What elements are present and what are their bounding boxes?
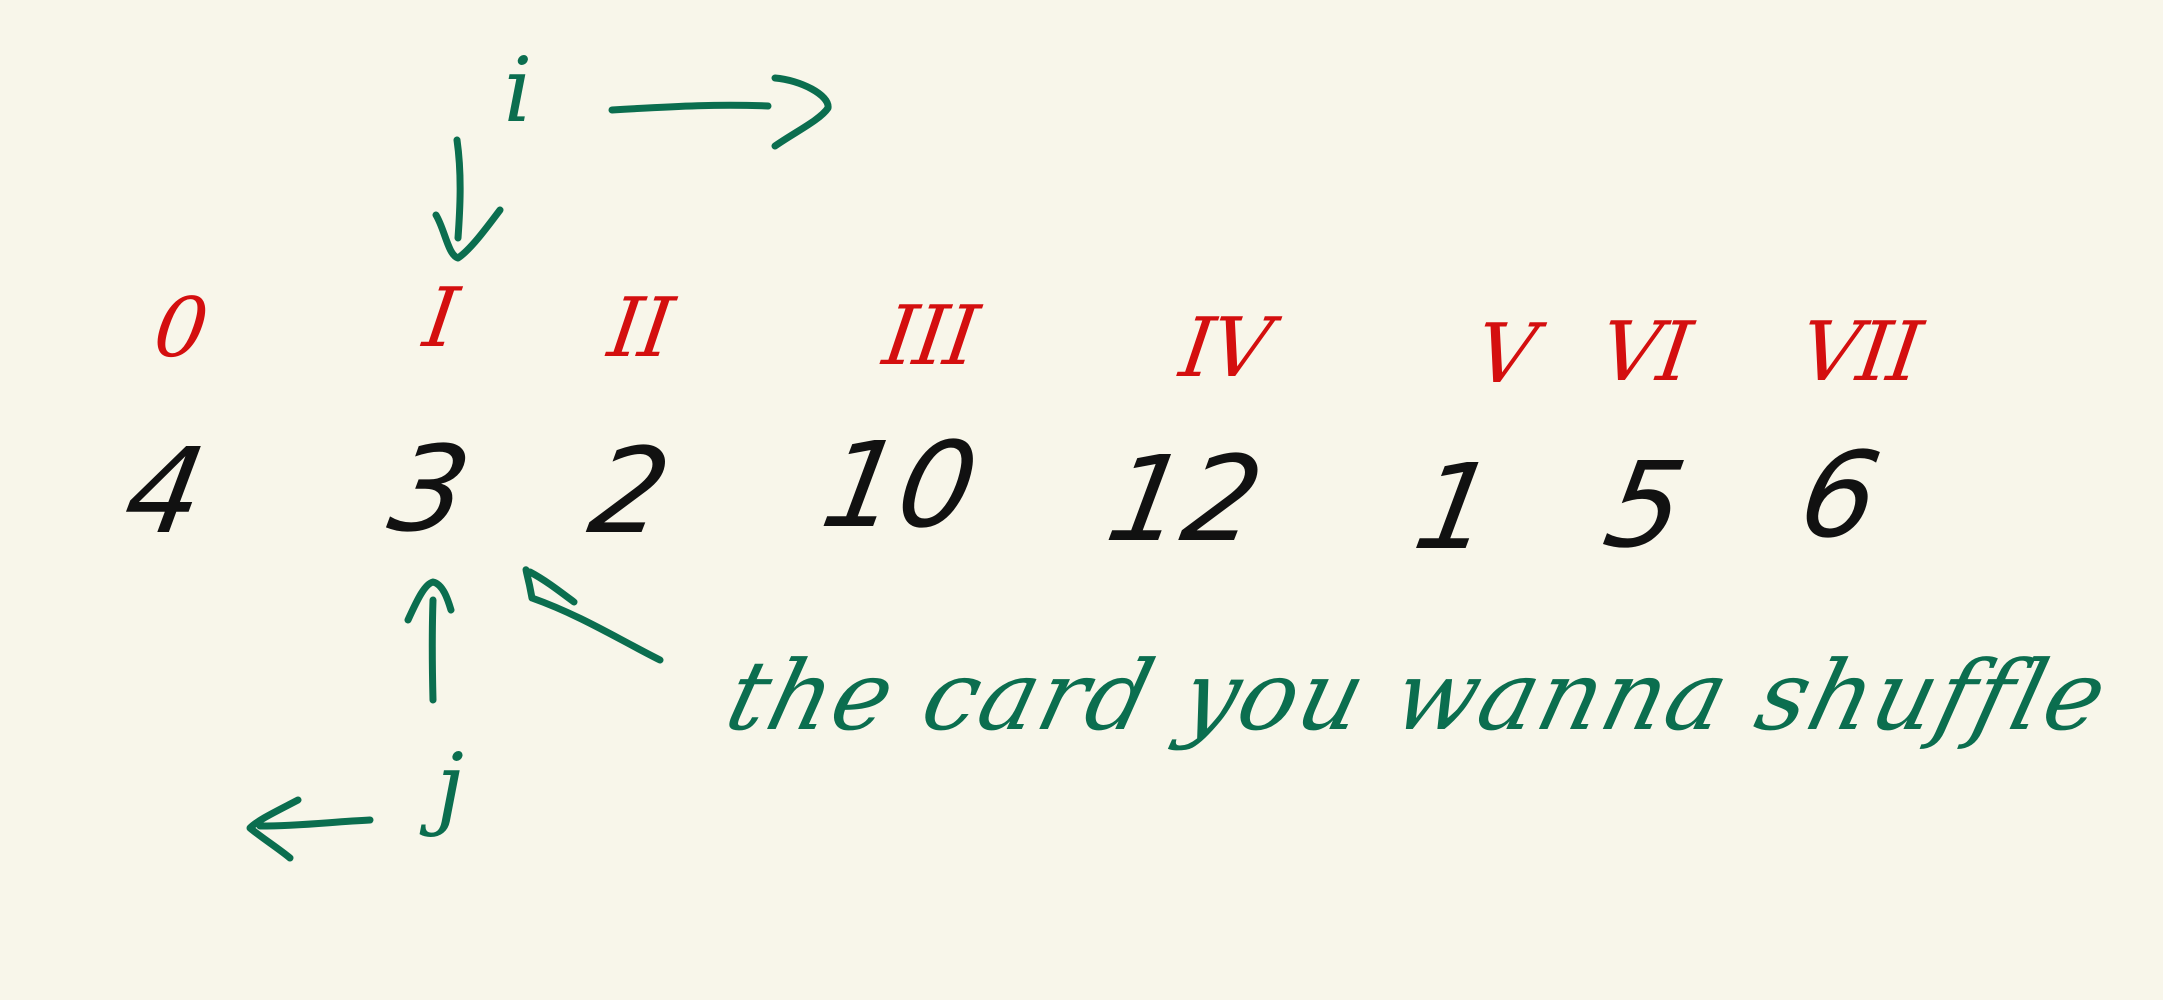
index-2: II — [602, 281, 678, 376]
annotation-note: the card you wanna shuffle — [716, 640, 2120, 752]
down-arrow-icon — [432, 136, 504, 262]
pointer-arrow-icon — [522, 566, 664, 664]
index-7: VII — [1794, 305, 1926, 400]
index-6: VI — [1594, 305, 1696, 400]
up-arrow-icon — [404, 578, 455, 704]
left-arrow-icon — [246, 796, 374, 862]
value-3: 10 — [812, 416, 988, 554]
index-4: IV — [1174, 301, 1276, 396]
pointer-i: i — [503, 38, 533, 143]
index-5: V — [1469, 307, 1541, 402]
right-arrow-icon — [608, 74, 832, 150]
value-4: 12 — [1097, 430, 1273, 568]
pointer-j: j — [436, 734, 464, 839]
index-3: III — [877, 289, 983, 384]
